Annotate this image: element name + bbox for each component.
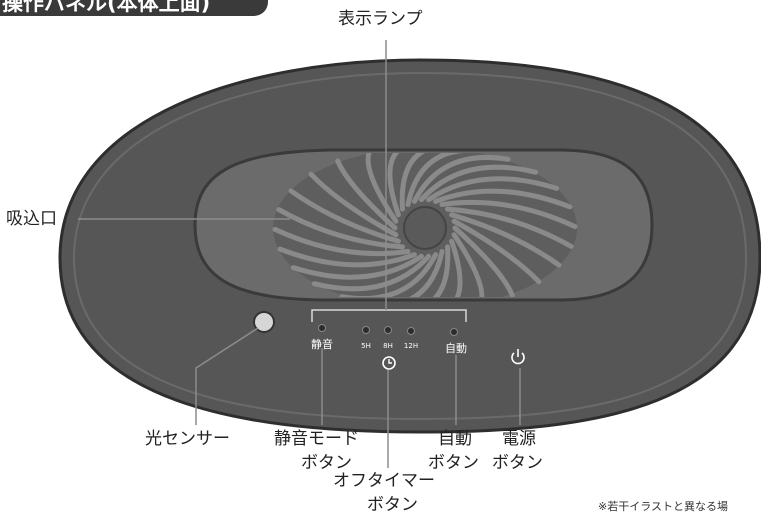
intake-label: 吸込口 [6,209,57,229]
power-label-1: 電源 [502,429,536,449]
fan-blade [405,153,479,207]
clock-icon[interactable] [382,356,396,370]
off-timer-label-2: ボタン [367,495,418,515]
fan-blade [387,153,407,218]
fan-blade [339,252,439,297]
fan-blade [311,253,432,292]
fan-blade [445,206,574,249]
indicator-lamp-label: 表示ランプ [338,9,423,29]
fan-blade [426,176,560,203]
timer-5h-lamp [362,326,370,334]
auto-label-2: ボタン [428,453,479,473]
auto-label-1: 自動 [438,429,472,449]
timer-8h-label: 8H [383,342,393,350]
off-timer-label-1: オフタイマー [333,471,435,491]
fan-blade [449,212,562,268]
power-icon[interactable] [511,349,525,365]
timer-5h-label: 5H [361,342,371,350]
fan-blade [451,232,485,297]
fan-blade [272,226,411,257]
fan-blade [433,188,573,210]
quiet-lamp [318,324,326,332]
page-title: 操作パネル(本体上面) [0,0,268,16]
quiet-mode-label-1: 静音モード [274,429,359,449]
fan-blade [439,199,578,230]
fan-blade [365,153,399,224]
sensor-leader [195,327,259,425]
fan-blade [399,153,444,212]
timer-8h-lamp [384,326,392,334]
fan-blade [452,225,515,297]
quiet-label: 静音 [311,337,333,351]
quiet-mode-label-2: ボタン [301,453,352,473]
fan-blade [277,246,417,268]
fan-blade [443,238,463,297]
auto-lamp [450,328,458,336]
fan-blade [276,207,405,250]
power-label-2: ボタン [492,453,543,473]
lamp-bracket [311,309,467,322]
timer-12h-label: 12H [404,342,418,350]
fan-blade [406,244,451,297]
timer-12h-lamp [407,327,415,335]
fan-hub [403,206,447,250]
light-sensor [253,311,275,333]
fan-blade [290,253,424,280]
device-rim [72,71,748,421]
fan-blade [451,218,542,285]
fan-blade [371,249,445,297]
fan-blade [308,171,399,238]
footnote: ※若干イラストと異なる場 [598,500,728,513]
auto-label: 自動 [445,341,467,355]
fan-blade [418,164,539,203]
light-sensor-label: 光センサー [145,429,230,449]
fan-blade [411,154,511,204]
fan-blade [288,188,401,244]
